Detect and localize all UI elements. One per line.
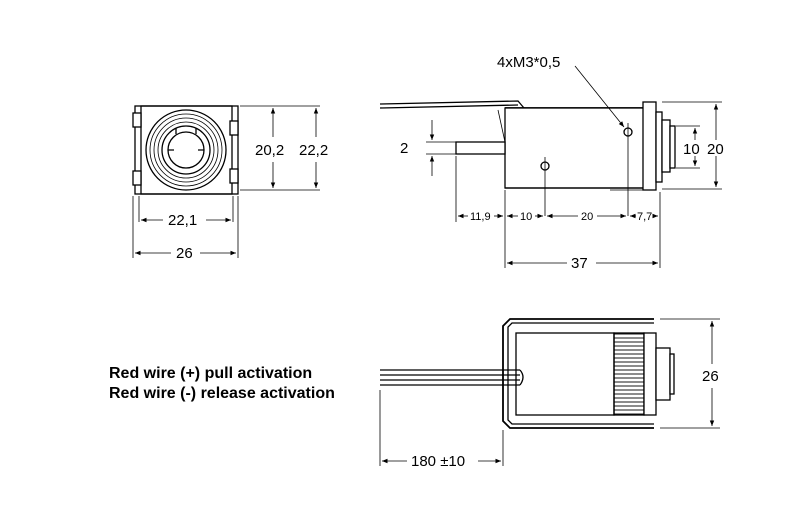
- dim-plunger: 2: [400, 140, 408, 157]
- front-view-notch: [132, 112, 142, 128]
- dim-chain-4: 7,7: [637, 211, 652, 223]
- dim-chain-1: 11,9: [470, 211, 491, 223]
- coil-winding: [613, 332, 645, 416]
- end-boss: [655, 347, 671, 401]
- dim-bottom-height: 26: [702, 368, 719, 385]
- coil-spiral: [145, 109, 227, 191]
- dim-width-inner: 22,1: [168, 212, 197, 229]
- front-view-inner-frame: [140, 105, 233, 195]
- u-frame: [502, 318, 654, 429]
- bore-boss: [669, 125, 676, 169]
- dim-bore: 10: [683, 141, 700, 158]
- bottom-view: 26 180 ±10: [379, 318, 720, 470]
- end-flange: [642, 101, 657, 191]
- dim-chain-2: 10: [520, 211, 532, 223]
- dim-width-outer: 26: [176, 245, 193, 262]
- dim-wire-length: 180 ±10: [411, 453, 465, 470]
- dim-length: 37: [571, 255, 588, 272]
- front-view: 20,2 22,2 22,1 26: [132, 105, 328, 262]
- dim-height-outer: 22,2: [299, 142, 328, 159]
- dim-chain-3: 20: [581, 211, 593, 223]
- dim-height-inner: 20,2: [255, 142, 284, 159]
- plunger: [455, 141, 506, 155]
- dim-flange: 20: [707, 141, 724, 158]
- solenoid-body: [504, 107, 646, 189]
- coil-body: [515, 332, 615, 416]
- front-view-notch: [229, 168, 239, 184]
- wire-lead: [379, 100, 525, 109]
- note-pull: Red wire (+) pull activation: [109, 365, 312, 382]
- wire-lead: [379, 104, 519, 109]
- note-release: Red wire (-) release activation: [109, 385, 335, 402]
- front-view-notch: [229, 120, 239, 136]
- side-view: 4xM3*0,5 2 10 20 11,9 10 20 7,7: [379, 54, 724, 272]
- front-view-notch: [132, 170, 142, 186]
- thread-callout: 4xM3*0,5: [497, 54, 560, 71]
